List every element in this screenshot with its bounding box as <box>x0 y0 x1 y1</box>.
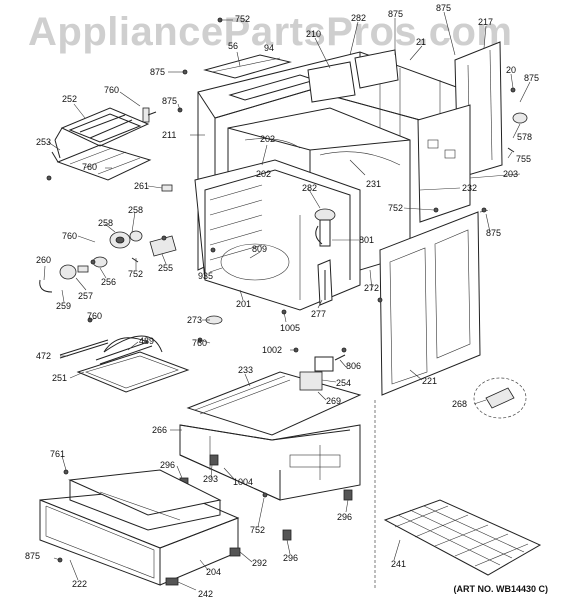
callout-label: 293 <box>203 474 219 484</box>
callout-label: 256 <box>101 277 117 287</box>
watermark: AppliancePartsPros.com <box>28 10 513 54</box>
broil-pan <box>59 335 190 393</box>
callout-label: 203 <box>503 169 519 179</box>
callout-label: 1005 <box>280 323 301 333</box>
oven-liner <box>194 159 361 311</box>
callout-label: 269 <box>326 396 342 406</box>
front-frame-bracket <box>317 259 333 306</box>
callout-label: 472 <box>36 351 52 361</box>
callout-label: 760 <box>82 162 98 172</box>
callout-label: 752 <box>388 203 404 213</box>
callout-label: 935 <box>198 271 214 281</box>
bake-element <box>54 107 157 159</box>
callout-label: 268 <box>452 399 468 409</box>
callout-label: 94 <box>264 43 275 53</box>
callout-label: 578 <box>517 132 533 142</box>
broil-element <box>51 144 152 181</box>
callout-label: 806 <box>346 361 362 371</box>
callout-label: 875 <box>486 228 502 238</box>
callout-label: 20 <box>506 65 517 75</box>
callout-label: 241 <box>391 559 407 569</box>
callout-label: 233 <box>238 365 254 375</box>
callout-label: 875 <box>388 9 404 19</box>
callout-label: 272 <box>364 283 380 293</box>
callout-label: 258 <box>128 205 144 215</box>
callout-label: 760 <box>62 231 78 241</box>
callout-label: 261 <box>134 181 150 191</box>
callout-label: 211 <box>162 130 177 140</box>
callout-label: 56 <box>228 41 239 51</box>
callout-label: 296 <box>283 553 299 563</box>
oven-sensor <box>314 208 336 247</box>
callout-label: 266 <box>152 425 168 435</box>
callout-label: 201 <box>236 299 252 309</box>
callout-label: 282 <box>351 13 367 23</box>
callout-label: 761 <box>50 449 66 459</box>
callout-label: 296 <box>337 512 353 522</box>
callout-label: 875 <box>524 73 540 83</box>
art-number: (ART NO. WB14430 C) <box>453 584 548 594</box>
callout-label: 752 <box>128 269 144 279</box>
callout-label: 257 <box>78 291 94 301</box>
callout-label: 760 <box>192 338 208 348</box>
callout-label: 242 <box>198 589 214 599</box>
callout-label: 204 <box>206 567 222 577</box>
callout-label: 253 <box>36 137 52 147</box>
callout-label: 273 <box>187 315 203 325</box>
callout-label: 231 <box>366 179 382 189</box>
callout-label: 292 <box>252 558 268 568</box>
callout-label: 875 <box>436 3 452 13</box>
callout-label: 752 <box>250 525 266 535</box>
callout-label: 217 <box>478 17 494 27</box>
callout-label: 222 <box>72 579 88 589</box>
callout-label: 210 <box>306 29 322 39</box>
control-knobs <box>39 230 177 293</box>
callout-label: 296 <box>160 460 176 470</box>
callout-label: 1004 <box>233 477 254 487</box>
plug <box>512 112 528 124</box>
callout-label: 282 <box>302 183 318 193</box>
callout-label: 801 <box>359 235 375 245</box>
callout-label: 875 <box>162 96 178 106</box>
side-panel <box>379 209 491 396</box>
latch <box>299 354 346 391</box>
callout-label: 202 <box>260 134 276 144</box>
callout-label: 255 <box>158 263 174 273</box>
oven-rack <box>383 499 542 576</box>
wiring-harness-box <box>307 49 399 103</box>
callout-label: 202 <box>256 169 272 179</box>
callout-label: 259 <box>56 301 72 311</box>
callout-label: 258 <box>98 218 114 228</box>
back-panel <box>417 104 471 223</box>
drawer-frame <box>179 424 361 501</box>
callout-label: 254 <box>336 378 352 388</box>
callout-label: 755 <box>516 154 532 164</box>
leader-lines <box>43 11 531 591</box>
callout-label: 760 <box>87 311 103 321</box>
callout-label: 232 <box>462 183 478 193</box>
hinge-part <box>473 377 527 419</box>
callout-label: 1002 <box>262 345 283 355</box>
callout-label: 252 <box>62 94 78 104</box>
callout-label: 875 <box>150 67 166 77</box>
callout-label: 221 <box>422 376 438 386</box>
callout-label: 21 <box>416 37 427 47</box>
storage-drawer <box>39 469 240 586</box>
callout-label: 752 <box>235 14 251 24</box>
callout-label: 489 <box>139 336 155 346</box>
clip <box>507 147 515 153</box>
callout-label: 277 <box>311 309 327 319</box>
callout-label: 809 <box>252 244 268 254</box>
callout-label: 260 <box>36 255 52 265</box>
callout-label: 875 <box>25 551 41 561</box>
callout-label: 251 <box>52 373 68 383</box>
callout-label: 760 <box>104 85 120 95</box>
